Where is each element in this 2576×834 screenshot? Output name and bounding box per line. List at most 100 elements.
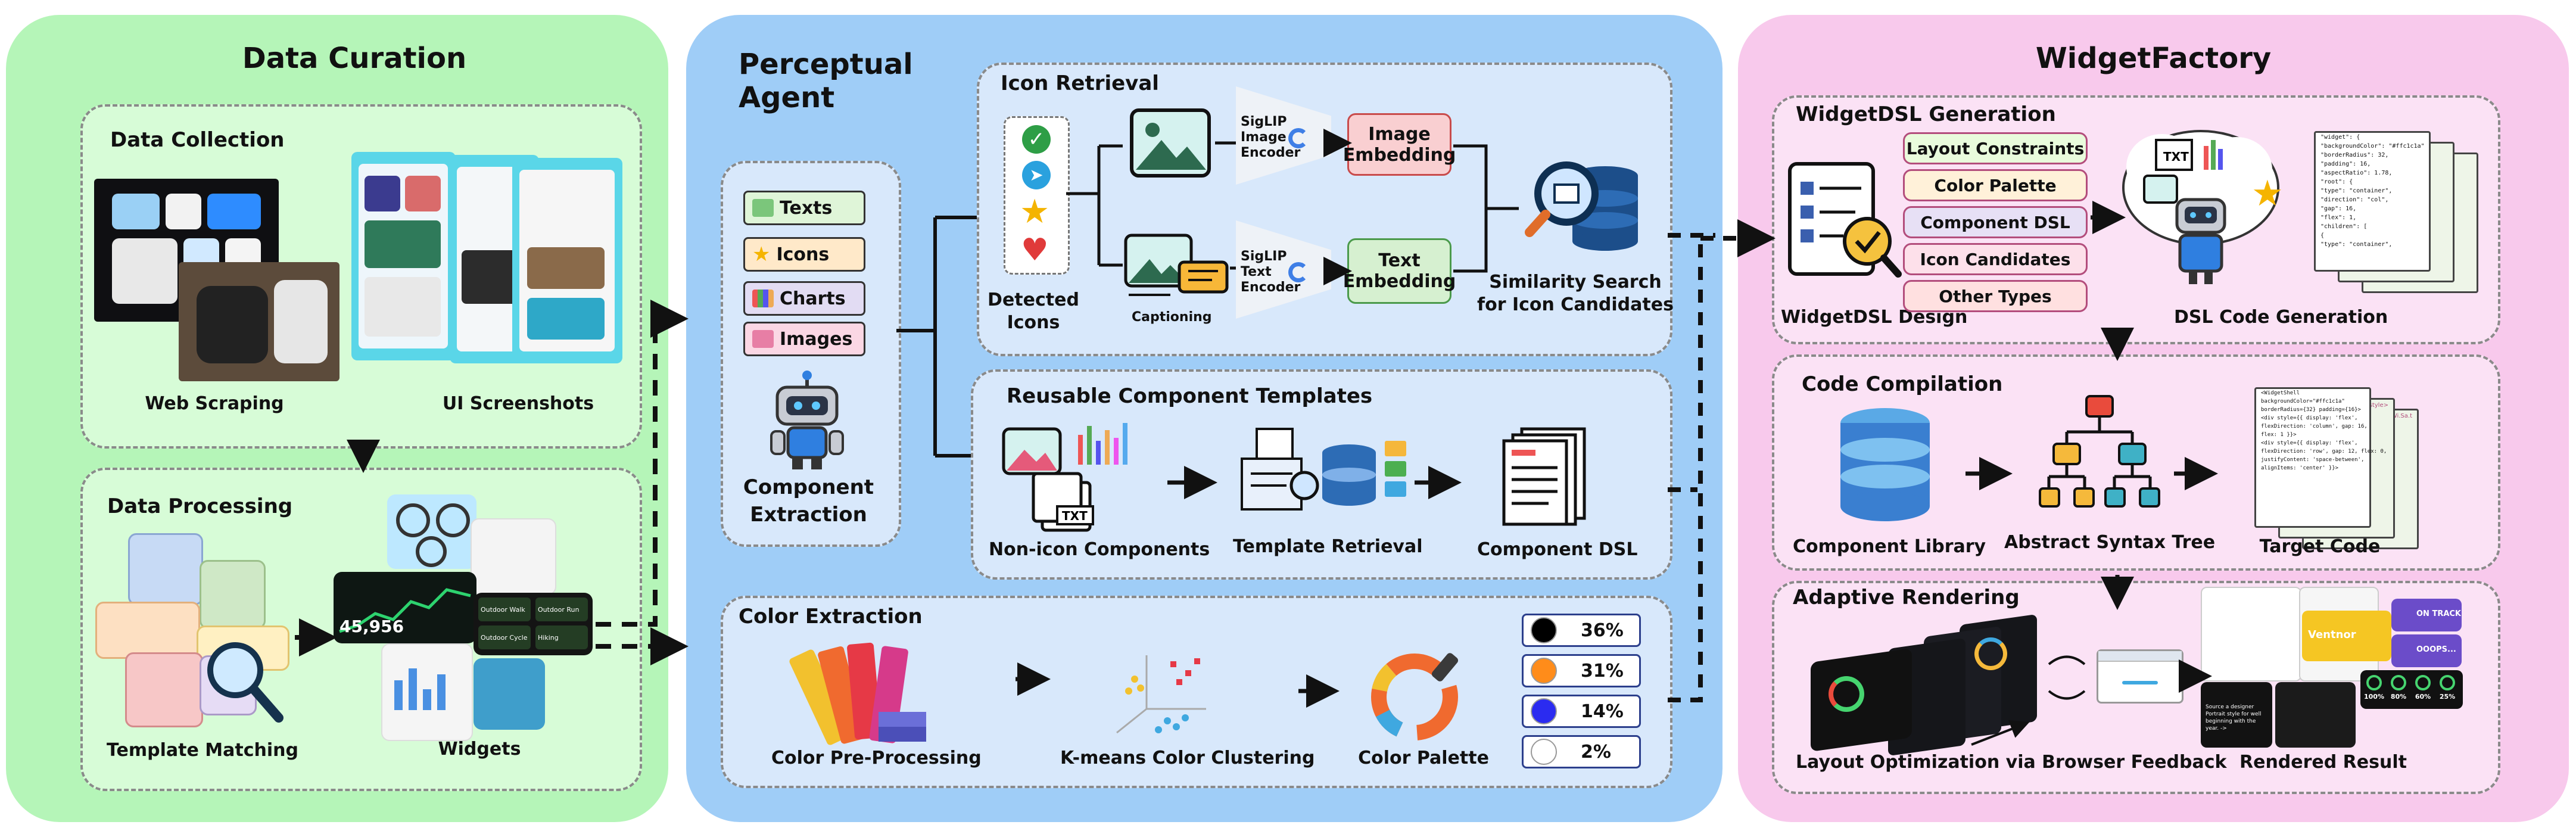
folders-icon <box>1385 441 1409 506</box>
color-palette-icon <box>1371 653 1459 740</box>
siglip-logo-1 <box>1288 128 1309 148</box>
ui-screenshot-3 <box>512 158 622 363</box>
promo-widget: Source a designer Portrait style for wel… <box>2201 682 2272 748</box>
image-icon <box>1130 108 1211 178</box>
dsl-codegen-label: DSL Code Generation <box>2174 307 2388 328</box>
color-swatch-row: 36% <box>1522 614 1641 647</box>
widget-bars <box>381 643 473 741</box>
code-line: "widget": { <box>2320 134 2360 141</box>
component-templates-title: Reusable Component Templates <box>1007 384 1373 408</box>
dsl-item: Component DSL <box>1903 206 2088 238</box>
extract-images: Images <box>743 322 865 356</box>
dsl-generation-title: WidgetDSL Generation <box>1796 102 2056 126</box>
ui-screenshot-1 <box>351 152 456 360</box>
component-dsl-icon <box>1502 427 1586 526</box>
code-line: <div style={{ display: 'flex', <box>2261 440 2358 446</box>
color-extraction-box <box>721 596 1672 788</box>
percent-value: 60% <box>2415 693 2431 701</box>
percent-item: 80% <box>2387 674 2410 701</box>
template-block-red <box>125 652 203 727</box>
dsl-item: Color Palette <box>1903 169 2088 201</box>
svg-text:TXT: TXT <box>1062 509 1088 523</box>
extract-texts: Texts <box>743 191 865 225</box>
ui-screenshots-label: UI Screenshots <box>442 393 594 414</box>
code-line: "aspectRatio": 1.78, <box>2320 170 2393 176</box>
widget-text-2: Outdoor Run <box>538 606 580 614</box>
dsl-item: Icon Candidates <box>1903 243 2088 275</box>
web-scraping-photo <box>179 262 339 381</box>
code-line: "direction": "col", <box>2320 197 2389 203</box>
color-extraction-title: Color Extraction <box>739 605 923 628</box>
captioned-image-icon <box>1124 234 1229 296</box>
widget-calendar <box>471 518 556 595</box>
template-matching-label: Template Matching <box>107 740 298 761</box>
template-block-blue <box>128 533 203 605</box>
code-line: flexDirection: 'column', gap: 16, <box>2261 424 2368 430</box>
svg-text:TXT: TXT <box>2163 150 2189 164</box>
detected-icons-strip: ✓ ➤ ★ ♥ <box>1004 116 1070 275</box>
code-line: "borderRadius": 32, <box>2320 152 2389 158</box>
color-swatch-value: 31% <box>1581 660 1624 681</box>
code-page: "widget": { "backgroundColor": "#ffc1c1a"… <box>2314 131 2431 272</box>
component-library-icon <box>1840 408 1930 521</box>
widget-factory-title: WidgetFactory <box>2035 42 2272 75</box>
color-swatch-dot <box>1531 658 1557 684</box>
component-dsl-label: Component DSL <box>1477 539 1638 560</box>
code-line: "type": "container", <box>2320 188 2393 194</box>
template-block-green <box>200 560 266 629</box>
percent-ring <box>2366 675 2382 690</box>
code-line: justifyContent: 'space-between', <box>2261 457 2365 463</box>
code-tab: Wi.Sa.t <box>2391 413 2412 419</box>
percent-item: 25% <box>2436 674 2459 701</box>
text-embedding-box: Text Embedding <box>1343 238 1456 304</box>
code-line: "backgroundColor": "#ffc1c1a" <box>2320 143 2425 150</box>
percent-item: 60% <box>2412 674 2434 701</box>
widget-number: 45,956 <box>339 617 404 636</box>
data-processing-title: Data Processing <box>107 494 293 518</box>
percent-widget: 100%80%60%25% <box>2360 670 2463 709</box>
percent-value: 80% <box>2390 693 2407 701</box>
color-swatch-dot <box>1531 739 1557 765</box>
magnifier-icon <box>207 642 284 723</box>
code-line: borderRadius={32} padding={16}> <box>2261 407 2361 413</box>
on-track-widget: ON TRACK <box>2391 599 2462 631</box>
rendered-result: Ventnor ON TRACK OOOPS... Source a desig… <box>2201 587 2463 751</box>
icon-retrieval-title: Icon Retrieval <box>1001 71 1159 95</box>
data-curation-title: Data Curation <box>242 42 467 75</box>
adaptive-rendering-title: Adaptive Rendering <box>1793 586 2020 609</box>
percent-ring <box>2415 675 2431 690</box>
widgets-label: Widgets <box>438 739 521 760</box>
siglip-image-encoder-label: SigLIP Image Encoder <box>1241 114 1301 160</box>
color-palette-label: Color Palette <box>1358 748 1489 768</box>
robot-icon <box>770 371 844 469</box>
siglip-text-encoder-label: SigLIP Text Encoder <box>1241 249 1301 295</box>
dsl-item: Layout Constraints <box>1903 132 2088 164</box>
code-line: flexDirection: 'row', gap: 12, flex: 0, <box>2261 449 2387 455</box>
widget-activity: Outdoor Walk Outdoor Run Outdoor Cycle H… <box>474 593 593 655</box>
image-embedding-box: Image Embedding <box>1343 113 1456 176</box>
result-yellow-widget: Ventnor <box>2302 611 2391 661</box>
result-label: Ventnor <box>2308 628 2356 641</box>
rendered-result-label: Rendered Result <box>2239 752 2407 773</box>
result-list-widget <box>2201 587 2301 681</box>
captioning-label: Captioning <box>1132 310 1212 325</box>
code-line: { <box>2320 232 2325 239</box>
widget-text-3: Outdoor Cycle <box>481 634 528 642</box>
dsl-codegen-cloud: ★ TXT <box>2122 130 2284 284</box>
template-retrieval-label: Template Retrieval <box>1233 536 1423 557</box>
browser-window <box>2097 649 2183 704</box>
percent-ring <box>2440 675 2455 690</box>
similarity-search-icon <box>1525 161 1638 251</box>
code-line: "root": { <box>2320 179 2353 185</box>
web-scraping-label: Web Scraping <box>145 393 284 414</box>
svg-text:★: ★ <box>2251 173 2284 214</box>
color-swatch-row: 14% <box>1522 695 1641 728</box>
template-block-orange <box>95 602 200 659</box>
color-swatch-row: 2% <box>1522 735 1641 768</box>
kmeans-scatter <box>1116 655 1206 734</box>
code-line: "type": "container", <box>2320 241 2393 248</box>
perceptual-agent-title: Perceptual Agent <box>739 48 913 114</box>
non-icon-components-label: Non-icon Components <box>989 539 1210 560</box>
ast-label: Abstract Syntax Tree <box>2004 532 2216 553</box>
